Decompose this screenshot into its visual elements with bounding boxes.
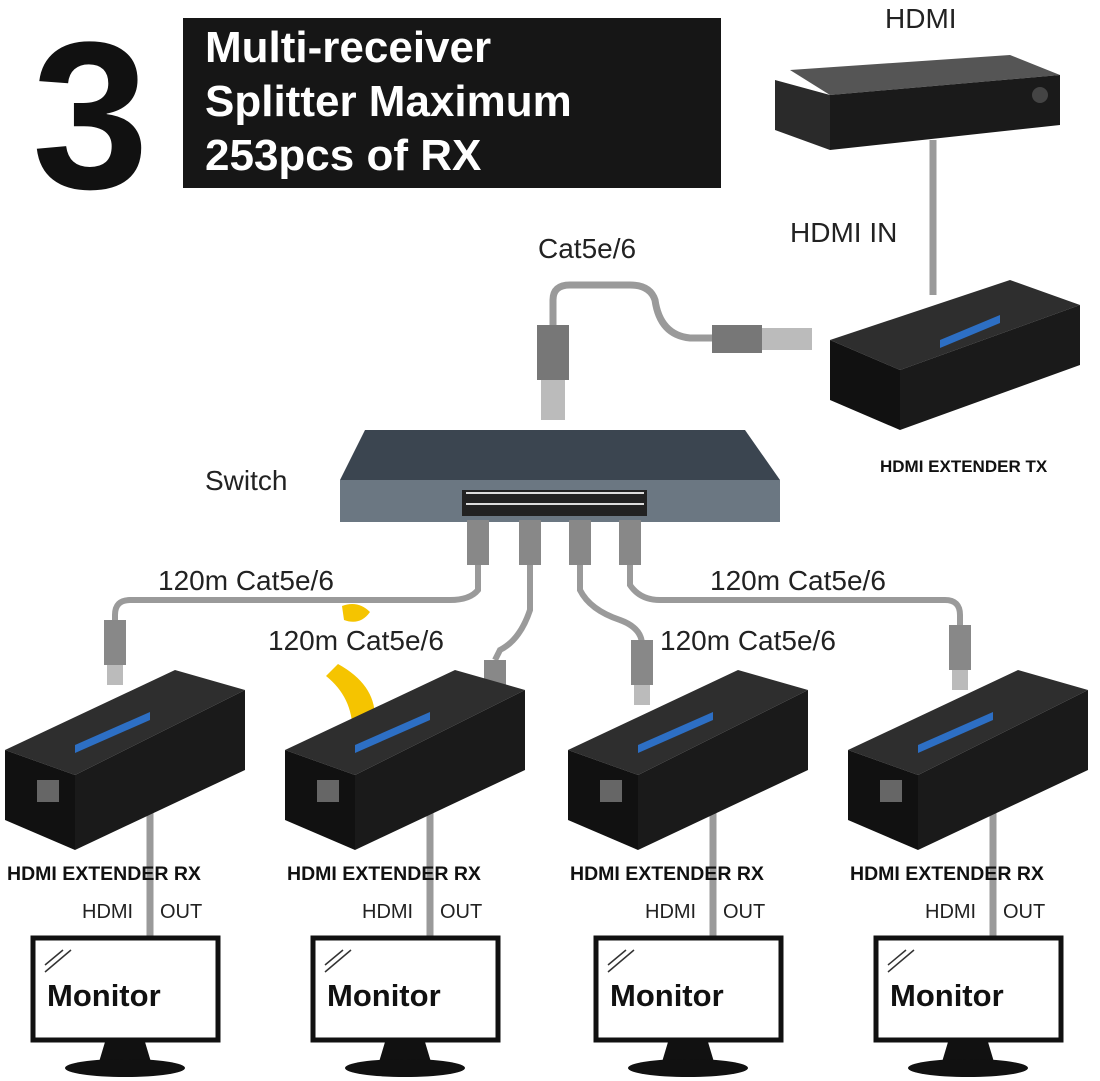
header-line-2: Splitter Maximum (205, 77, 572, 126)
hdmi-out-right: OUT (723, 901, 765, 923)
tx-label: HDMI EXTENDER TX (880, 457, 1048, 476)
monitor: Monitor (30, 935, 221, 1077)
rx-unit-3: HDMI EXTENDER RX HDMI OUT Monitor (568, 670, 808, 1077)
rj45-connector (712, 325, 762, 353)
hdmi-out-left: HDMI (645, 901, 696, 923)
rj45-connector-tip (541, 380, 565, 420)
watermark-logo (326, 604, 375, 740)
hdmi-source-player (775, 55, 1060, 150)
hdmi-out-left: HDMI (362, 901, 413, 923)
hdmi-out-left: HDMI (82, 901, 133, 923)
rx-cable-label-4: 120m Cat5e/6 (710, 565, 886, 596)
monitor-label: Monitor (47, 978, 161, 1013)
hdmi-out-right: OUT (160, 901, 202, 923)
step-number: 3 (32, 0, 149, 233)
header-line-1: Multi-receiver (205, 23, 491, 72)
rx-connectors (104, 520, 971, 705)
hdmi-extender-rx (285, 670, 525, 850)
monitor: Monitor (310, 935, 501, 1077)
rx-cables (112, 525, 963, 662)
rj45-connector (537, 325, 569, 380)
tx-cat-cable (549, 281, 720, 342)
monitor-label: Monitor (610, 978, 724, 1013)
rx-cable-label-2: 120m Cat5e/6 (268, 625, 444, 656)
rx-unit-4: HDMI EXTENDER RX HDMI OUT Monitor (848, 670, 1088, 1077)
monitor: Monitor (593, 935, 784, 1077)
hdmi-extender-rx (848, 670, 1088, 850)
rx-label: HDMI EXTENDER RX (570, 863, 764, 885)
hdmi-extender-rx (568, 670, 808, 850)
rx-cable-label-1: 120m Cat5e/6 (158, 565, 334, 596)
hdmi-extender-tx (830, 280, 1080, 430)
rx-label: HDMI EXTENDER RX (7, 863, 201, 885)
rx-cable-label-3: 120m Cat5e/6 (660, 625, 836, 656)
rx-unit-2: HDMI EXTENDER RX HDMI OUT Monitor (285, 670, 525, 1077)
hdmi-out-right: OUT (1003, 901, 1045, 923)
rj45-connector-tip (762, 328, 812, 350)
hdmi-extender-rx (5, 670, 245, 850)
header-line-3: 253pcs of RX (205, 131, 481, 180)
network-switch (340, 430, 780, 522)
monitor: Monitor (873, 935, 1064, 1077)
tx-cable-label: Cat5e/6 (538, 233, 636, 264)
hdmi-in-label: HDMI IN (790, 217, 897, 248)
monitor-label: Monitor (327, 978, 441, 1013)
source-label: HDMI (885, 3, 957, 34)
rx-unit-1: HDMI EXTENDER RX HDMI OUT Monitor (5, 670, 245, 1077)
monitor-label: Monitor (890, 978, 1004, 1013)
rx-label: HDMI EXTENDER RX (287, 863, 481, 885)
hdmi-out-right: OUT (440, 901, 482, 923)
hdmi-out-left: HDMI (925, 901, 976, 923)
switch-label: Switch (205, 465, 287, 496)
header-box (183, 18, 721, 188)
rx-label: HDMI EXTENDER RX (850, 863, 1044, 885)
